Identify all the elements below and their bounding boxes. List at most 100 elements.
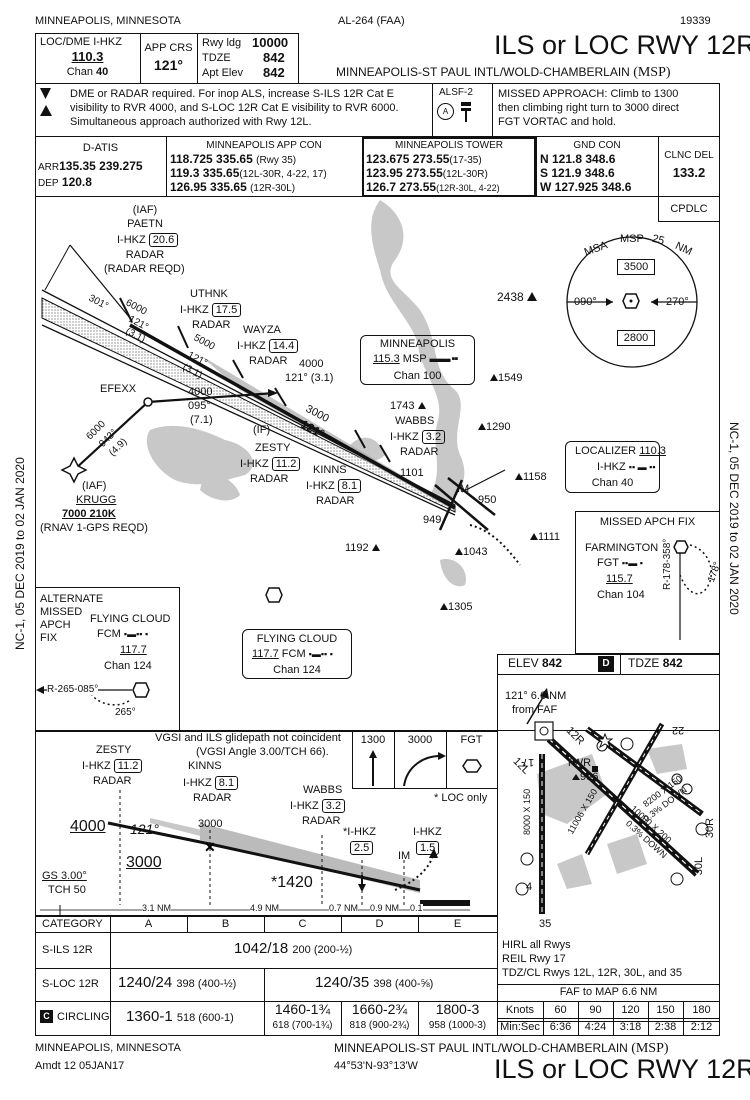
plan-view	[35, 197, 720, 731]
tower-label: MINNEAPOLIS TOWER	[395, 140, 503, 151]
alt-title-3: APCH	[40, 619, 71, 631]
knots-150: 150	[656, 1004, 675, 1016]
circ-d-sub: 818 (900-2¾)	[349, 1020, 410, 1031]
missed-line-1: MISSED APPROACH: Climb to 1300	[498, 88, 679, 100]
rwy-35: 35	[539, 918, 552, 930]
time-label: Min:Sec	[500, 1021, 540, 1033]
app-con-1: 118.725 335.65 (Rwy 35)	[170, 152, 297, 166]
header-serial: 19339	[680, 15, 711, 27]
pf-d49: 4.9 NM	[250, 903, 280, 914]
fgt-ident: FGT ▪▪▬ ▪	[597, 557, 643, 569]
ma-1300: 1300	[360, 734, 386, 746]
alt-name: FLYING CLOUD	[90, 613, 171, 625]
knots-120: 120	[621, 1004, 640, 1016]
circ-e-main: 1800-3	[435, 1001, 480, 1017]
paetn-dme: I-HKZ 20.6	[117, 233, 179, 248]
sloc-cde: 1240/35 398 (400-⅝)	[315, 974, 434, 991]
time-60: 6:36	[549, 1021, 572, 1033]
pf-im: IM	[398, 850, 411, 862]
ground-2: S 121.9 348.6	[540, 166, 615, 180]
alt-ident: FCM ▪▬▪▪ ▪	[97, 628, 149, 640]
alt-title-2: MISSED	[40, 606, 83, 618]
cat-b: B	[221, 918, 230, 930]
approach-lights-icon: A	[437, 103, 454, 120]
flying-cloud-box	[242, 629, 352, 679]
krugg-note: (RNAV 1-GPS REQD)	[40, 522, 148, 534]
circ-ab: 1360-1 518 (600-1)	[126, 1008, 234, 1025]
paetn-name: PAETN	[127, 218, 163, 230]
clnc-label: CLNC DEL	[664, 150, 714, 161]
alsf-label: ALSF-2	[439, 87, 473, 98]
msp-vor-box	[360, 335, 475, 385]
pf-kinns-dme: I-HKZ 8.1	[183, 776, 239, 791]
footer-coords: 44°53'N-93°13'W	[334, 1060, 418, 1072]
tower-2: 123.95 273.55(12L-30R)	[366, 166, 488, 180]
minimums-table	[35, 916, 497, 1036]
circling-label: CIRCLING	[57, 1011, 110, 1023]
obstacle-1305: 1305	[440, 601, 472, 613]
missed-fix-box	[575, 511, 720, 654]
timing-title: FAF to MAP 6.6 NM	[559, 986, 658, 998]
cat-c: C	[298, 918, 307, 930]
river	[371, 200, 465, 505]
time-150: 2:38	[654, 1021, 677, 1033]
timing-table	[497, 984, 720, 1036]
datis-label: D-ATIS	[82, 142, 119, 154]
cat-d: D	[375, 918, 384, 930]
circ-c-main: 1460-1¾	[274, 1001, 331, 1017]
airport-name: MINNEAPOLIS-ST PAUL INTL/WOLD-CHAMBERLAI…	[336, 65, 671, 80]
apt-elev-label: Apt Elev	[202, 67, 243, 79]
paetn-iaf: (IAF)	[132, 204, 158, 216]
cat-e: E	[453, 918, 462, 930]
app-crs-label: APP CRS	[144, 42, 193, 54]
twr-elev: 996	[572, 771, 598, 783]
pf-zesty-radar: RADAR	[93, 775, 132, 787]
kinns-radar: RADAR	[316, 495, 355, 507]
obstacle-1549: 1549	[490, 372, 522, 384]
alt-missed-box	[35, 587, 180, 731]
header-city-state: MINNEAPOLIS, MINNESOTA	[35, 15, 181, 27]
elev-label: ELEV 842	[508, 656, 563, 670]
knots-90: 90	[589, 1004, 602, 1016]
seg-4000: 4000	[299, 358, 324, 370]
krugg-iaf: (IAF)	[82, 480, 107, 492]
lights-3: TDZ/CL Rwys 12L, 12R, 30L, and 35	[502, 967, 682, 979]
ground-label: GND CON	[573, 140, 621, 151]
sils-label: S-ILS 12R	[42, 944, 93, 956]
localizer-box	[565, 441, 660, 493]
pf-md-dme: 2.5	[350, 841, 374, 856]
app-con-2: 119.3 335.65(12L-30R, 4-22, 17)	[170, 166, 327, 180]
obstacle-1043: 1043	[455, 546, 487, 558]
pf-d31: 3.1 NM	[142, 903, 172, 914]
twr-label: TWR	[566, 757, 592, 769]
missed-icons-box	[352, 731, 497, 789]
loc-box-ident: I-HKZ ▪▪ ▬ ▪▪	[597, 461, 656, 473]
loc-chan: Chan 40	[66, 66, 109, 78]
msp-name: MINNEAPOLIS	[379, 338, 456, 350]
fgt-chan: Chan 104	[597, 589, 645, 601]
tdze: 842	[263, 50, 285, 65]
paetn-radar-reqd: (RADAR REQD)	[104, 263, 185, 275]
obstacle-950: 950	[478, 494, 497, 506]
time-120: 3:18	[619, 1021, 642, 1033]
pf-crs: 121°	[130, 821, 159, 837]
fc-chan: Chan 124	[273, 664, 321, 676]
footer-title: ILS or LOC RWY 12R	[494, 1054, 750, 1084]
rwy-ldg-label: Rwy ldg	[202, 37, 242, 49]
wabbs-dme: I-HKZ 3.2	[390, 430, 446, 445]
seg-121c: 121° (3.1)	[285, 372, 334, 384]
pf-3000-b: 3000	[126, 854, 162, 871]
loc-label: LOC/DME I-HKZ	[40, 36, 122, 48]
msa-right: 270°	[666, 296, 689, 308]
vgsi-1: VGSI and ILS glidepath not coincident	[155, 732, 341, 744]
pf-alt-4000: 4000	[70, 818, 106, 835]
rwy-4: 4	[526, 881, 533, 893]
alt-title-4: FIX	[40, 632, 58, 644]
missed-line-2: then climbing right turn to 3000 direct	[498, 102, 679, 114]
loc-only: * LOC only	[434, 792, 488, 804]
alt-265: 265°	[115, 707, 136, 718]
lights-2: REIL Rwy 17	[502, 953, 566, 965]
pf-d07: 0.7 NM	[329, 903, 359, 914]
msa-left: 090°	[574, 296, 597, 308]
